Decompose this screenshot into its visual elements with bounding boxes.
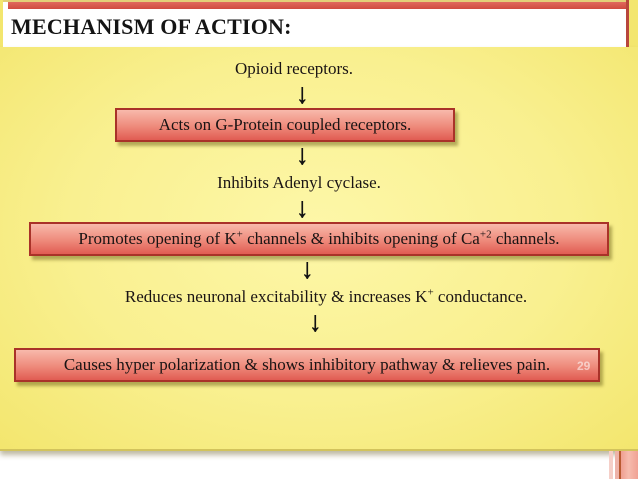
down-arrow-icon: ↓ — [295, 192, 309, 225]
flow-step-text: Inhibits Adenyl cyclase. — [217, 173, 381, 192]
page-title: MECHANISM OF ACTION: — [11, 14, 292, 39]
slide-body: Opioid receptors. ↓ Acts on G-Protein co… — [0, 47, 638, 451]
flow-step-text: conductance. — [433, 287, 528, 306]
superscript-plus: + — [427, 286, 434, 299]
bottom-right-accent-line — [619, 451, 621, 479]
flow-step-inhibits-adenyl-cyclase: Inhibits Adenyl cyclase. — [217, 171, 381, 195]
top-accent-bar — [8, 2, 628, 9]
flow-step-text: Reduces neuronal excitability & increase… — [124, 287, 428, 306]
title-right-yellow-strip — [629, 0, 638, 47]
flow-box-text: Acts on G-Protein coupled receptors. — [158, 115, 412, 134]
flow-step-opioid-receptors: Opioid receptors. — [235, 57, 353, 81]
down-arrow-icon: ↓ — [295, 78, 309, 111]
superscript-plus-2: +2 — [479, 228, 492, 241]
left-edge-sliver — [0, 0, 3, 47]
flow-box-text: Causes hyper polarization & shows inhibi… — [63, 355, 551, 374]
flow-step-text: Opioid receptors. — [234, 59, 354, 78]
flow-box-ion-channels: Promotes opening of K+ channels & inhibi… — [29, 222, 609, 256]
superscript-plus: + — [236, 228, 243, 241]
flow-box-text: channels & inhibits opening of Ca — [242, 229, 480, 248]
flow-box-hyperpolarization: Causes hyper polarization & shows inhibi… — [14, 348, 600, 382]
down-arrow-icon: ↓ — [295, 139, 309, 172]
bottom-right-accent-block — [621, 451, 638, 479]
title-right-accent-line — [626, 0, 629, 47]
bottom-right-accent-stripe — [615, 451, 619, 479]
page-number: 29 — [577, 359, 591, 373]
flow-box-g-protein: Acts on G-Protein coupled receptors. — [115, 108, 455, 142]
top-edge-line — [0, 0, 638, 2]
flow-box-text: channels. — [491, 229, 560, 248]
flow-step-neuronal-excitability: Reduces neuronal excitability & increase… — [125, 285, 527, 309]
mechanism-flowchart: Opioid receptors. ↓ Acts on G-Protein co… — [0, 47, 638, 449]
down-arrow-icon: ↓ — [308, 306, 322, 339]
down-arrow-icon: ↓ — [300, 253, 314, 286]
bottom-right-accent-stripe — [609, 451, 613, 479]
flow-box-text: Promotes opening of K — [78, 229, 237, 248]
